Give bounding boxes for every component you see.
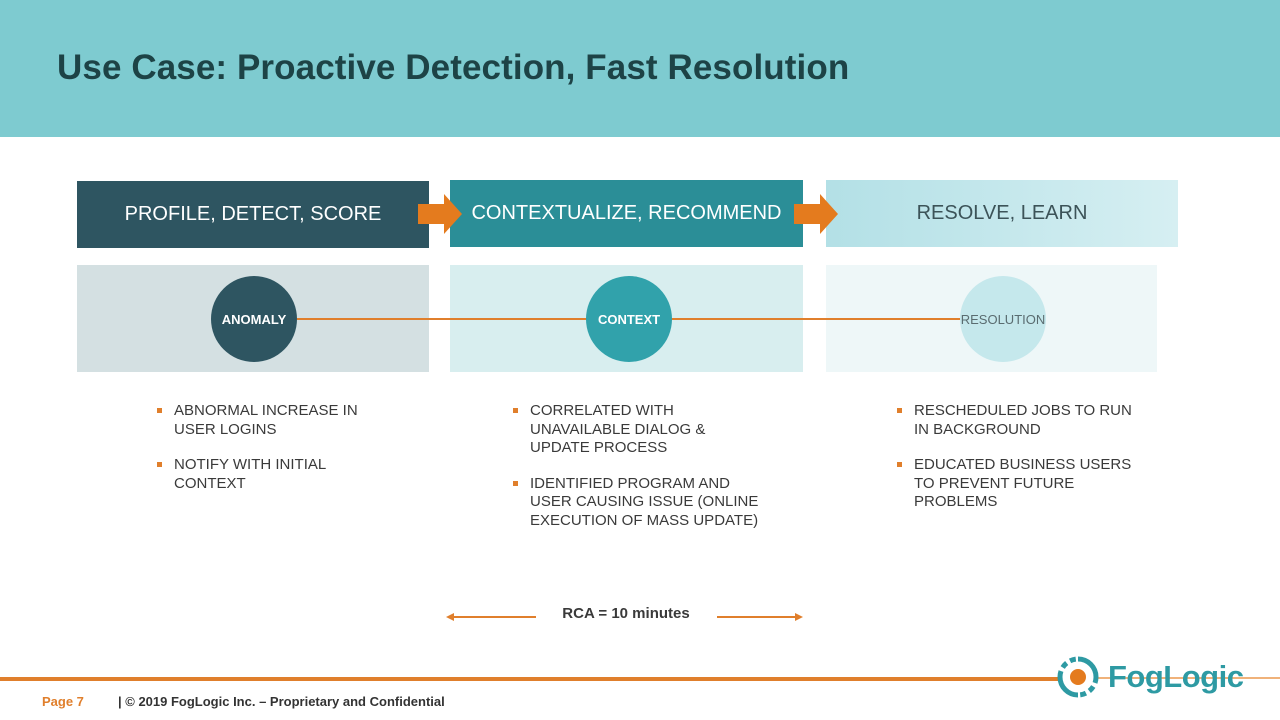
stage-bar-contextualize: CONTEXTUALIZE, RECOMMEND [450, 180, 803, 247]
footer-divider [0, 677, 1062, 681]
bullet-square-icon [513, 408, 518, 413]
bullet-list-context: CORRELATED WITH UNAVAILABLE DIALOG & UPD… [513, 402, 763, 547]
bullet-square-icon [157, 462, 162, 467]
page-title: Use Case: Proactive Detection, Fast Reso… [57, 48, 850, 87]
bullet-list-anomaly: ABNORMAL INCREASE IN USER LOGINS NOTIFY … [157, 402, 387, 510]
logo-wordmark: FogLogic [1108, 659, 1244, 694]
bullet-square-icon [897, 408, 902, 413]
header-band [0, 0, 1280, 137]
node-anomaly: ANOMALY [211, 276, 297, 362]
rca-label: RCA = 10 minutes [562, 605, 690, 622]
copyright-text: | © 2019 FogLogic Inc. – Proprietary and… [118, 694, 445, 709]
list-item: RESCHEDULED JOBS TO RUN IN BACKGROUND [897, 402, 1137, 439]
node-resolution: RESOLUTION [960, 276, 1046, 362]
page-number: Page 7 [42, 694, 84, 709]
list-item: ABNORMAL INCREASE IN USER LOGINS [157, 402, 387, 439]
bullet-text: ABNORMAL INCREASE IN USER LOGINS [174, 402, 358, 438]
bullet-square-icon [513, 480, 518, 486]
arrow-right-icon [717, 613, 803, 621]
arrow-right-icon [418, 194, 462, 234]
list-item: IDENTIFIED PROGRAM AND USER CAUSING ISSU… [513, 475, 763, 531]
arrow-right-icon [794, 194, 838, 234]
list-item: CORRELATED WITH UNAVAILABLE DIALOG & UPD… [513, 402, 763, 458]
foglogic-logo-icon [1057, 656, 1099, 698]
bullet-list-resolution: RESCHEDULED JOBS TO RUN IN BACKGROUND ED… [897, 402, 1137, 529]
bullet-text: IDENTIFIED PROGRAM AND USER CAUSING ISSU… [530, 474, 759, 529]
bullet-text: EDUCATED BUSINESS USERS TO PREVENT FUTUR… [914, 456, 1132, 510]
bullet-text: RESCHEDULED JOBS TO RUN IN BACKGROUND [914, 402, 1132, 438]
node-context: CONTEXT [586, 276, 672, 362]
footer-divider-light [1062, 677, 1280, 679]
stage-bar-profile: PROFILE, DETECT, SCORE [77, 181, 429, 248]
list-item: EDUCATED BUSINESS USERS TO PREVENT FUTUR… [897, 456, 1137, 512]
bullet-text: CORRELATED WITH UNAVAILABLE DIALOG & UPD… [530, 402, 706, 456]
bullet-square-icon [897, 462, 902, 467]
bullet-text: NOTIFY WITH INITIAL CONTEXT [174, 456, 326, 492]
foglogic-logo: FogLogic [1056, 655, 1244, 699]
bullet-square-icon [157, 408, 162, 413]
arrow-left-icon [446, 613, 536, 621]
list-item: NOTIFY WITH INITIAL CONTEXT [157, 456, 387, 493]
stage-bar-resolve: RESOLVE, LEARN [826, 180, 1178, 247]
